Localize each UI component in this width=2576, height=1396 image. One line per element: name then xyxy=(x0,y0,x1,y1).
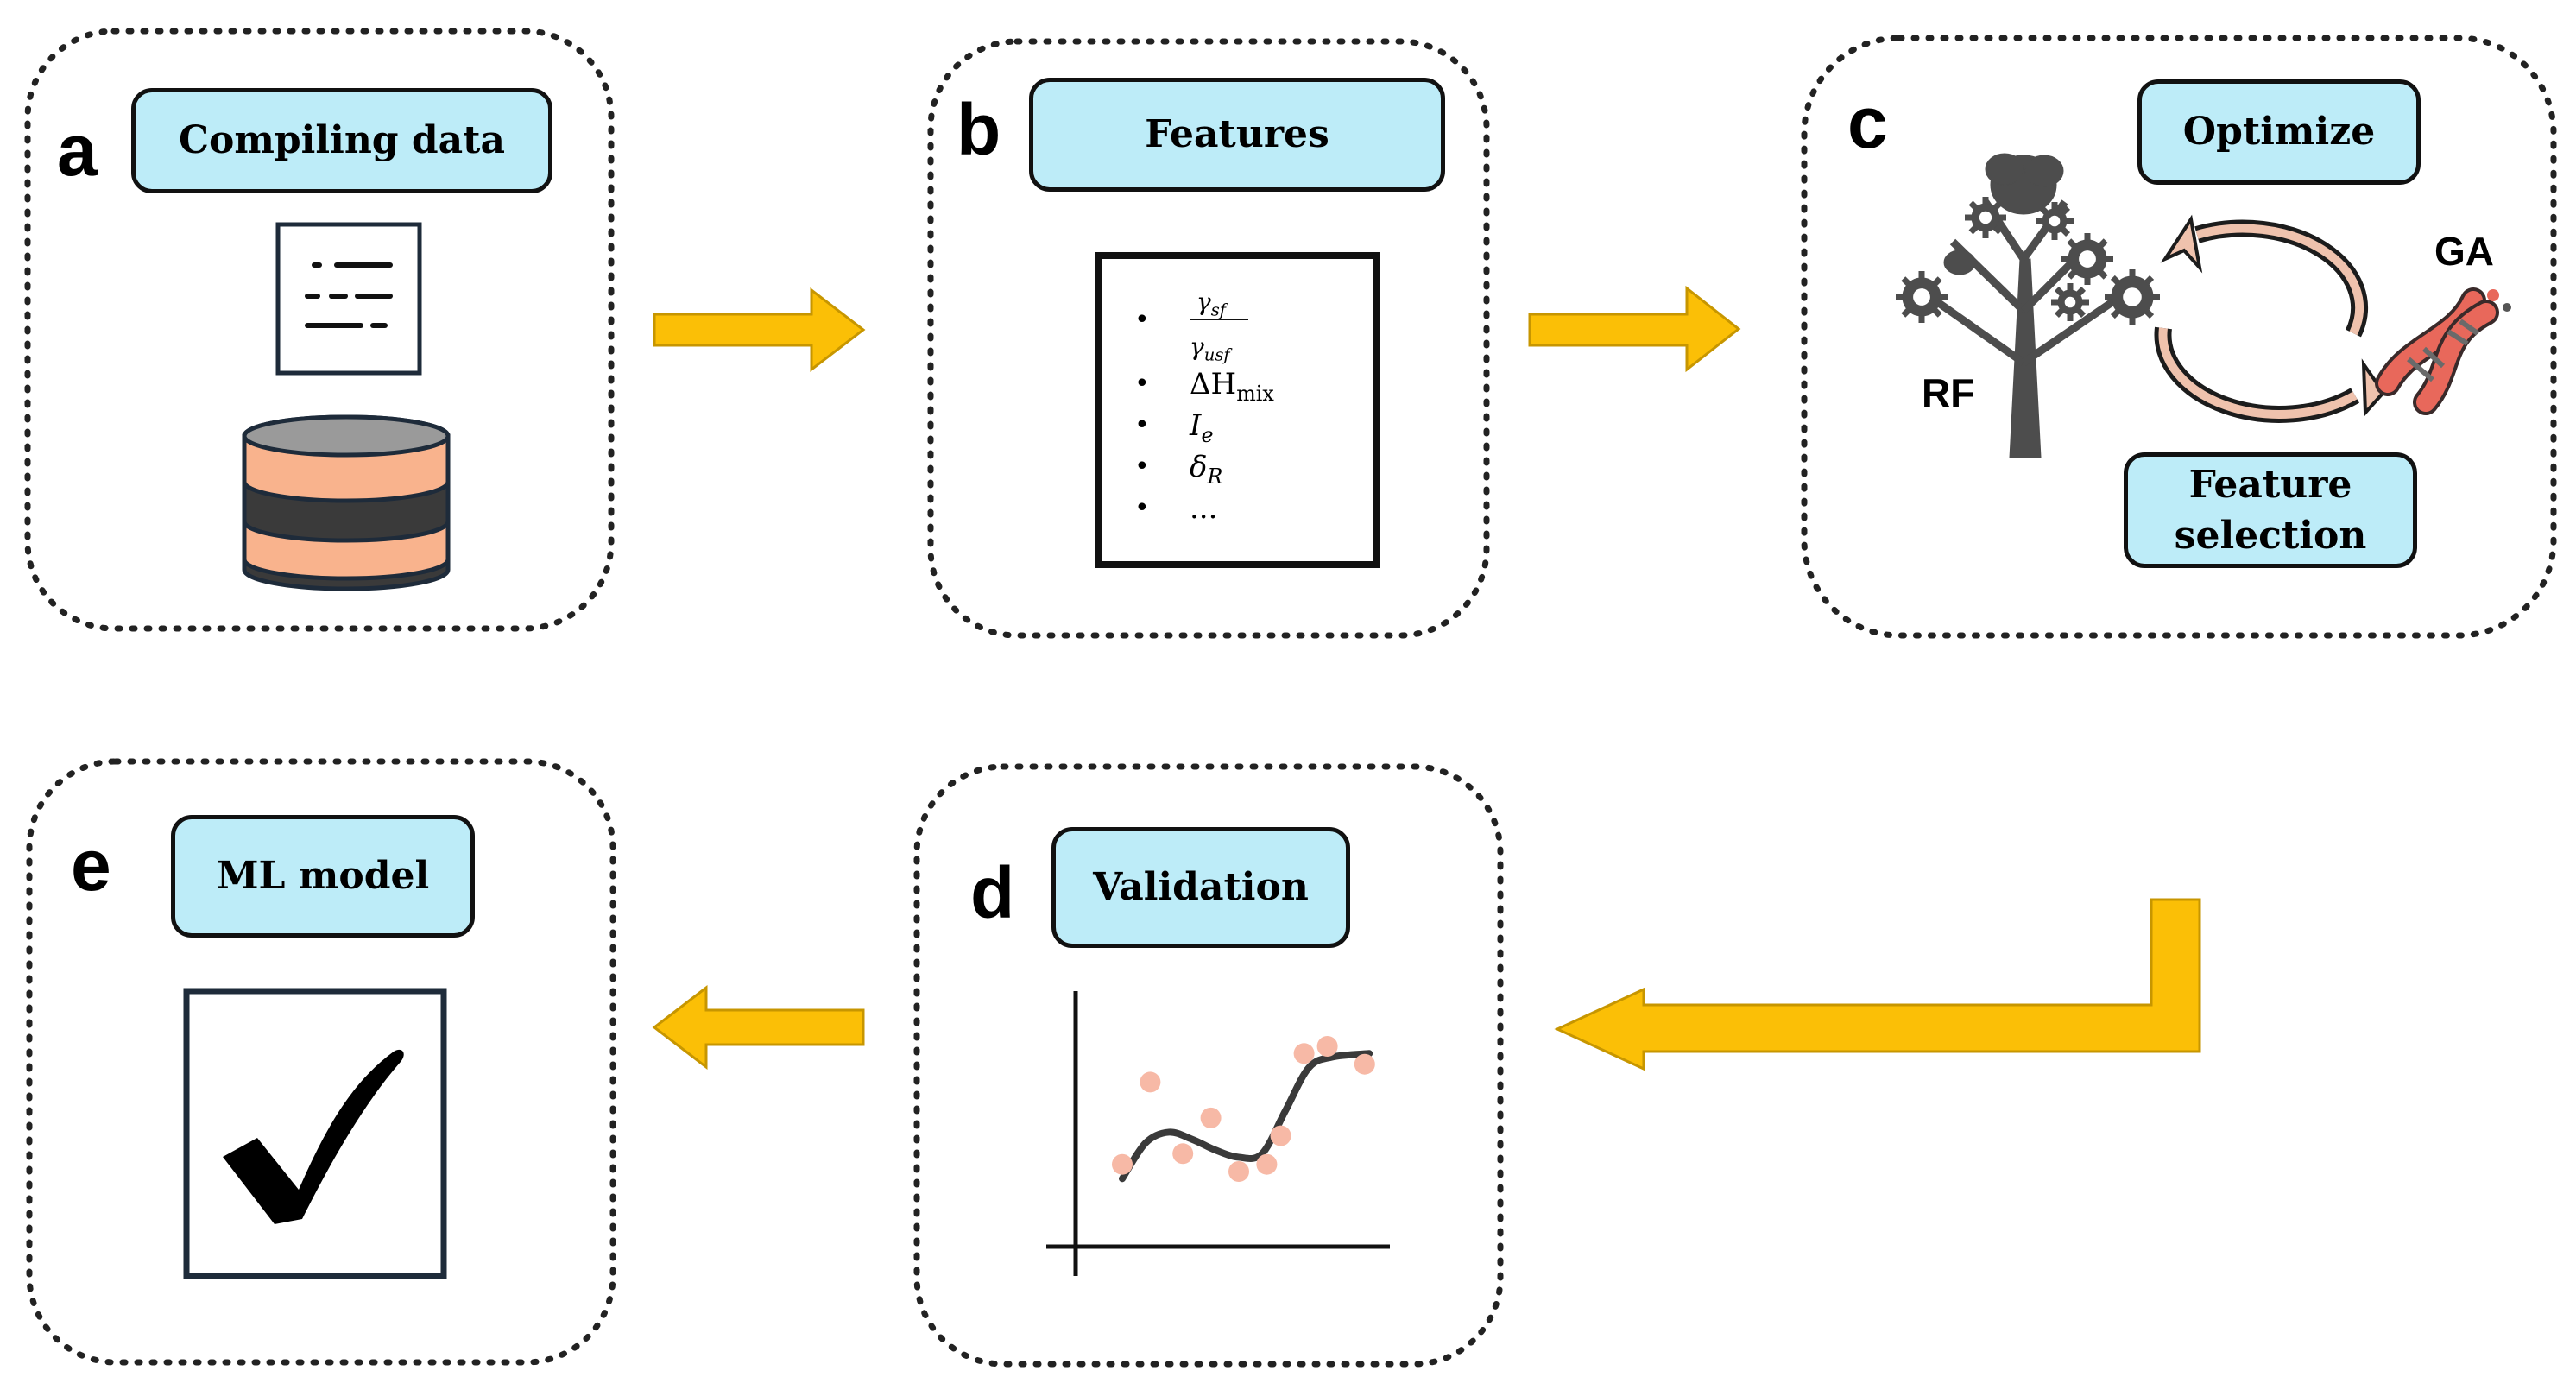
document-icon xyxy=(275,222,422,376)
panel-letter-d: d xyxy=(970,852,1015,933)
tree-crown xyxy=(1985,153,2024,186)
rf-label: RF xyxy=(1922,370,1975,415)
feature-list-box xyxy=(1095,252,1380,568)
gear-icon xyxy=(1965,197,2006,238)
panel-b-title: Features xyxy=(1029,78,1445,192)
data-point xyxy=(1172,1143,1194,1165)
dna-icon xyxy=(2375,287,2511,415)
cycle-arrows-icon xyxy=(2154,214,2402,423)
check-box xyxy=(183,988,447,1279)
database-icon xyxy=(242,414,451,591)
panel-c-frame xyxy=(1801,35,2557,639)
data-point xyxy=(1140,1071,1161,1093)
ga-label: GA xyxy=(2434,229,2494,274)
gear-icon xyxy=(1896,271,1948,323)
scatter-plot-icon xyxy=(1046,991,1390,1276)
gear-icon xyxy=(2105,269,2160,325)
data-point xyxy=(1270,1125,1291,1146)
fit-curve xyxy=(1119,1050,1373,1183)
gear-hole xyxy=(2064,296,2076,308)
panel-a-title: Compiling data xyxy=(131,88,552,193)
gear-hole xyxy=(1979,211,1992,224)
panel-letter-a: a xyxy=(57,110,98,191)
flow-arrows xyxy=(652,285,2201,1071)
panel-b-frame xyxy=(927,38,1490,639)
arrow-c-to-d xyxy=(1554,898,2201,1071)
panel-letter-c: c xyxy=(1847,82,1888,163)
panel-letter-b: b xyxy=(957,89,1001,170)
arrow-a-to-b xyxy=(653,287,866,373)
gear-hole xyxy=(2049,215,2061,227)
gear-icon xyxy=(2051,283,2089,321)
panel-e-frame xyxy=(26,758,616,1366)
panel-c-subtitle: Feature selection xyxy=(2124,452,2417,568)
gear-hole xyxy=(2123,287,2142,306)
checkmark-icon xyxy=(223,1049,404,1224)
data-point xyxy=(1112,1153,1133,1175)
data-point xyxy=(1354,1053,1375,1075)
panel-c-title: Optimize xyxy=(2137,79,2421,185)
feature-item-4: •... xyxy=(1134,491,1218,526)
feature-item-2: •Ie xyxy=(1134,408,1214,447)
data-points xyxy=(1112,1036,1375,1182)
panel-a-frame xyxy=(24,28,615,632)
data-point xyxy=(1200,1107,1222,1128)
tree-crown xyxy=(2024,155,2064,187)
feature-item-3: •δR xyxy=(1134,450,1223,489)
data-point xyxy=(1228,1161,1249,1182)
arrow-d-to-e xyxy=(652,984,865,1071)
gear-hole xyxy=(1913,288,1930,306)
panel-d-title: Validation xyxy=(1051,827,1350,948)
tree-icon xyxy=(1896,153,2160,458)
gear-icon xyxy=(2036,202,2074,240)
gear-icon xyxy=(2061,233,2113,285)
data-point xyxy=(1293,1043,1315,1064)
panel-d-frame xyxy=(913,763,1504,1368)
data-point xyxy=(1316,1036,1338,1057)
feature-fraction-denominator: γusf xyxy=(1190,332,1230,365)
feature-item-1: •ΔHmix xyxy=(1134,367,1274,406)
gear-hole xyxy=(2079,250,2096,268)
feature-fraction-numerator: γsf xyxy=(1196,287,1227,320)
tree-leaf xyxy=(1943,250,1976,275)
data-point xyxy=(1256,1153,1278,1175)
panel-e-title: ML model xyxy=(171,815,475,938)
panel-letter-e: e xyxy=(71,824,111,906)
arrow-b-to-c xyxy=(1528,285,1741,373)
